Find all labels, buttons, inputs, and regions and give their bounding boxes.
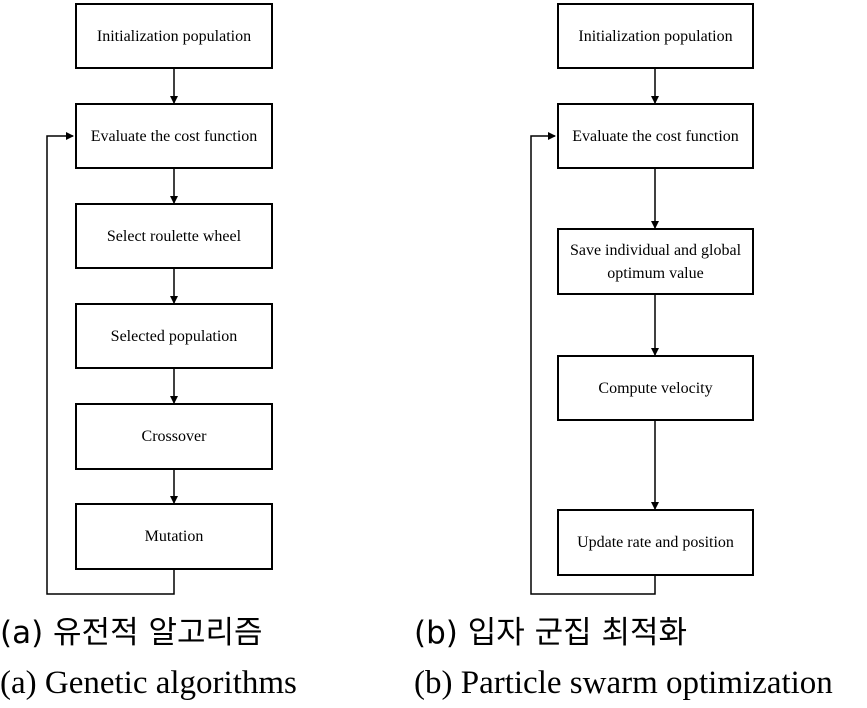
caption-b-english: (b) Particle swarm optimization xyxy=(414,665,833,701)
step-initialization-population: Initialization population xyxy=(75,3,273,69)
step-evaluate-cost-function: Evaluate the cost function xyxy=(75,103,273,169)
caption-a-korean: (a) 유전적 알고리즘 xyxy=(0,615,263,651)
feedback-loop-a xyxy=(46,132,175,595)
step-update-rate-position: Update rate and position xyxy=(557,509,754,576)
step-evaluate-cost-function-b: Evaluate the cost function xyxy=(557,103,754,169)
step-compute-velocity: Compute velocity xyxy=(557,355,754,421)
step-selected-population: Selected population xyxy=(75,303,273,369)
feedback-loop-b xyxy=(530,132,656,595)
step-select-roulette-wheel: Select roulette wheel xyxy=(75,203,273,269)
step-save-optimum-value: Save individual and global optimum value xyxy=(557,228,754,295)
step-initialization-population-b: Initialization population xyxy=(557,3,754,69)
step-crossover: Crossover xyxy=(75,403,273,470)
step-mutation: Mutation xyxy=(75,503,273,570)
caption-b-korean: (b) 입자 군집 최적화 xyxy=(414,615,688,651)
caption-a-english: (a) Genetic algorithms xyxy=(0,665,297,701)
